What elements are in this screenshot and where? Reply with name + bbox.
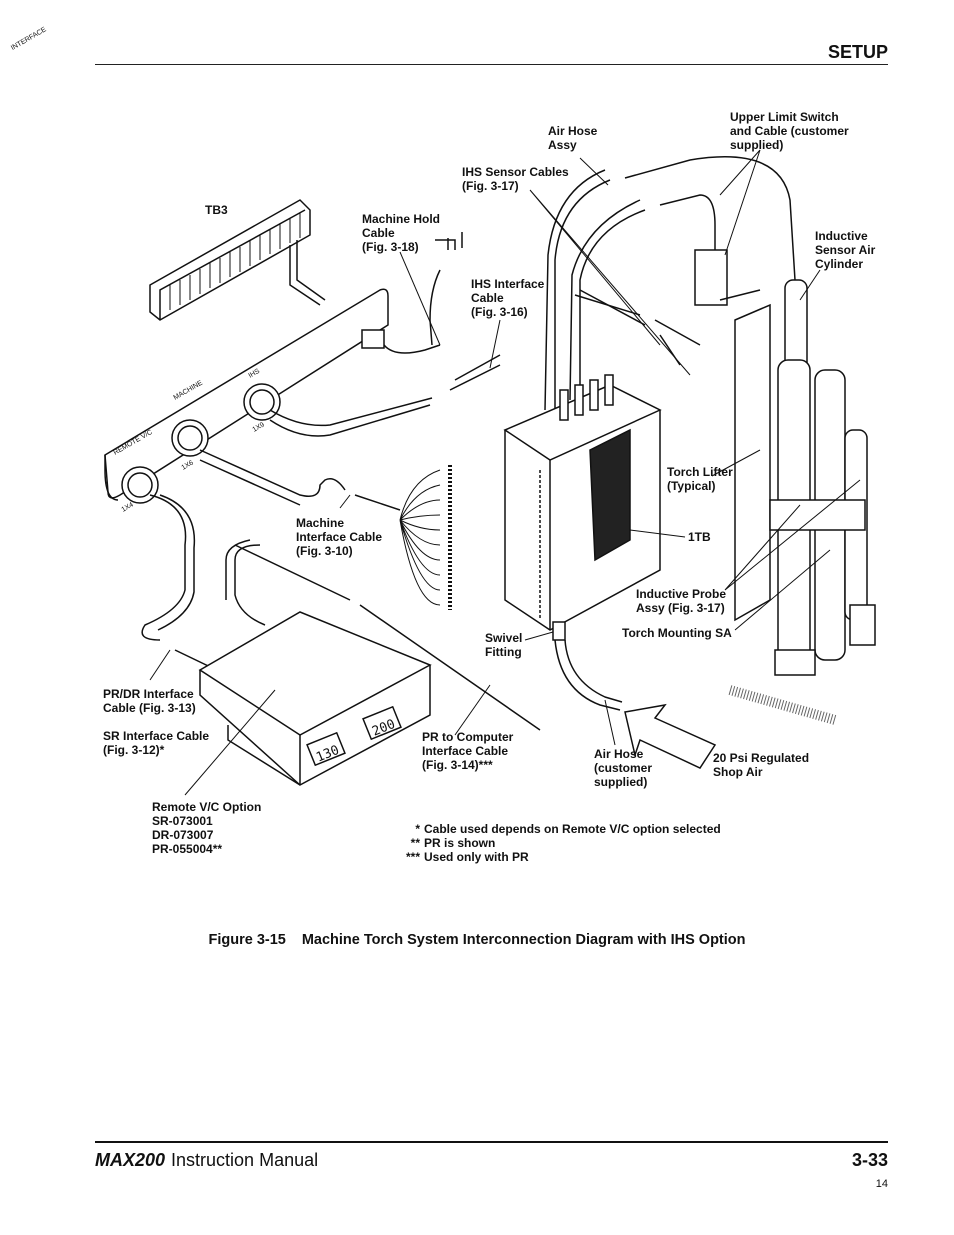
label-torch-mounting-sa: Torch Mounting SA [622, 626, 732, 640]
label-inductive-probe-assy: Inductive Probe Assy (Fig. 3-17) [636, 587, 727, 615]
manual-label: Instruction Manual [171, 1150, 319, 1170]
page-reference: 3-33 [851, 1150, 888, 1170]
torch-lifter [694, 249, 876, 725]
shop-air-arrow [624, 703, 717, 769]
page-number: 14 [875, 1178, 888, 1190]
label-ihs-interface-cable: IHS Interface Cable (Fig. 3-16) [471, 277, 545, 319]
label-remote-vc-option: Remote V/C Option SR-073001 DR-073007 PR… [152, 800, 262, 856]
label-pr-dr-interface-cable: PR/DR Interface Cable (Fig. 3-13) [103, 687, 196, 715]
footnote: *Cable used depends on Remote V/C option… [415, 822, 721, 836]
footnotes: *Cable used depends on Remote V/C option… [398, 822, 721, 864]
footer-rule [95, 1141, 888, 1143]
control-box-1tb [503, 374, 662, 641]
label-shop-air: 20 Psi Regulated Shop Air [713, 751, 810, 779]
figure-caption: Figure 3-15 Machine Torch System Intercon… [0, 932, 954, 948]
label-1tb: 1TB [688, 530, 711, 544]
interface-panel: MACHINE REMOTE V/C INTERFACE IHS 1X4 1X6… [10, 26, 441, 514]
leader-lines [149, 149, 861, 796]
label-inductive-sensor-air-cylinder: Inductive Sensor Air Cylinder [815, 229, 876, 271]
interconnection-diagram: MACHINE REMOTE V/C INTERFACE IHS 1X4 1X6… [10, 26, 876, 796]
machine-interface-fanout [399, 465, 452, 610]
remote-vc-box: 130 200 [198, 611, 432, 786]
figure-title: Machine Torch System Interconnection Dia… [301, 932, 746, 948]
label-air-hose-customer: Air Hose (customer supplied) [594, 747, 653, 789]
label-tb3: TB3 [205, 203, 228, 217]
header-rule [95, 64, 888, 65]
port-1x9: 1X9 [252, 421, 266, 433]
label-ihs-sensor-cables: IHS Sensor Cables (Fig. 3-17) [462, 165, 569, 193]
label-air-hose-assy: Air Hose Assy [548, 124, 598, 152]
label-pr-to-computer-cable: PR to Computer Interface Cable (Fig. 3-1… [422, 730, 514, 772]
tb3-terminal-strip [149, 199, 326, 321]
port-1x6: 1X6 [181, 459, 195, 471]
label-machine-interface-cable: Machine Interface Cable (Fig. 3-10) [296, 516, 383, 558]
port-1x4: 1X4 [121, 501, 135, 513]
label-machine-hold-cable: Machine Hold Cable (Fig. 3-18) [362, 212, 441, 254]
product-name: MAX200 [95, 1150, 166, 1170]
panel-label-interface: INTERFACE [10, 26, 48, 52]
label-torch-lifter: Torch Lifter (Typical) [667, 465, 733, 493]
footnote: ***Used only with PR [405, 850, 529, 864]
label-sr-interface-cable: SR Interface Cable (Fig. 3-12)* [103, 729, 210, 757]
section-title: SETUP [827, 42, 888, 62]
figure-number: Figure 3-15 [208, 932, 286, 948]
label-swivel-fitting: Swivel Fitting [485, 631, 523, 659]
footnote: **PR is shown [410, 836, 496, 850]
label-upper-limit-switch: Upper Limit Switch and Cable (customer s… [730, 110, 849, 152]
